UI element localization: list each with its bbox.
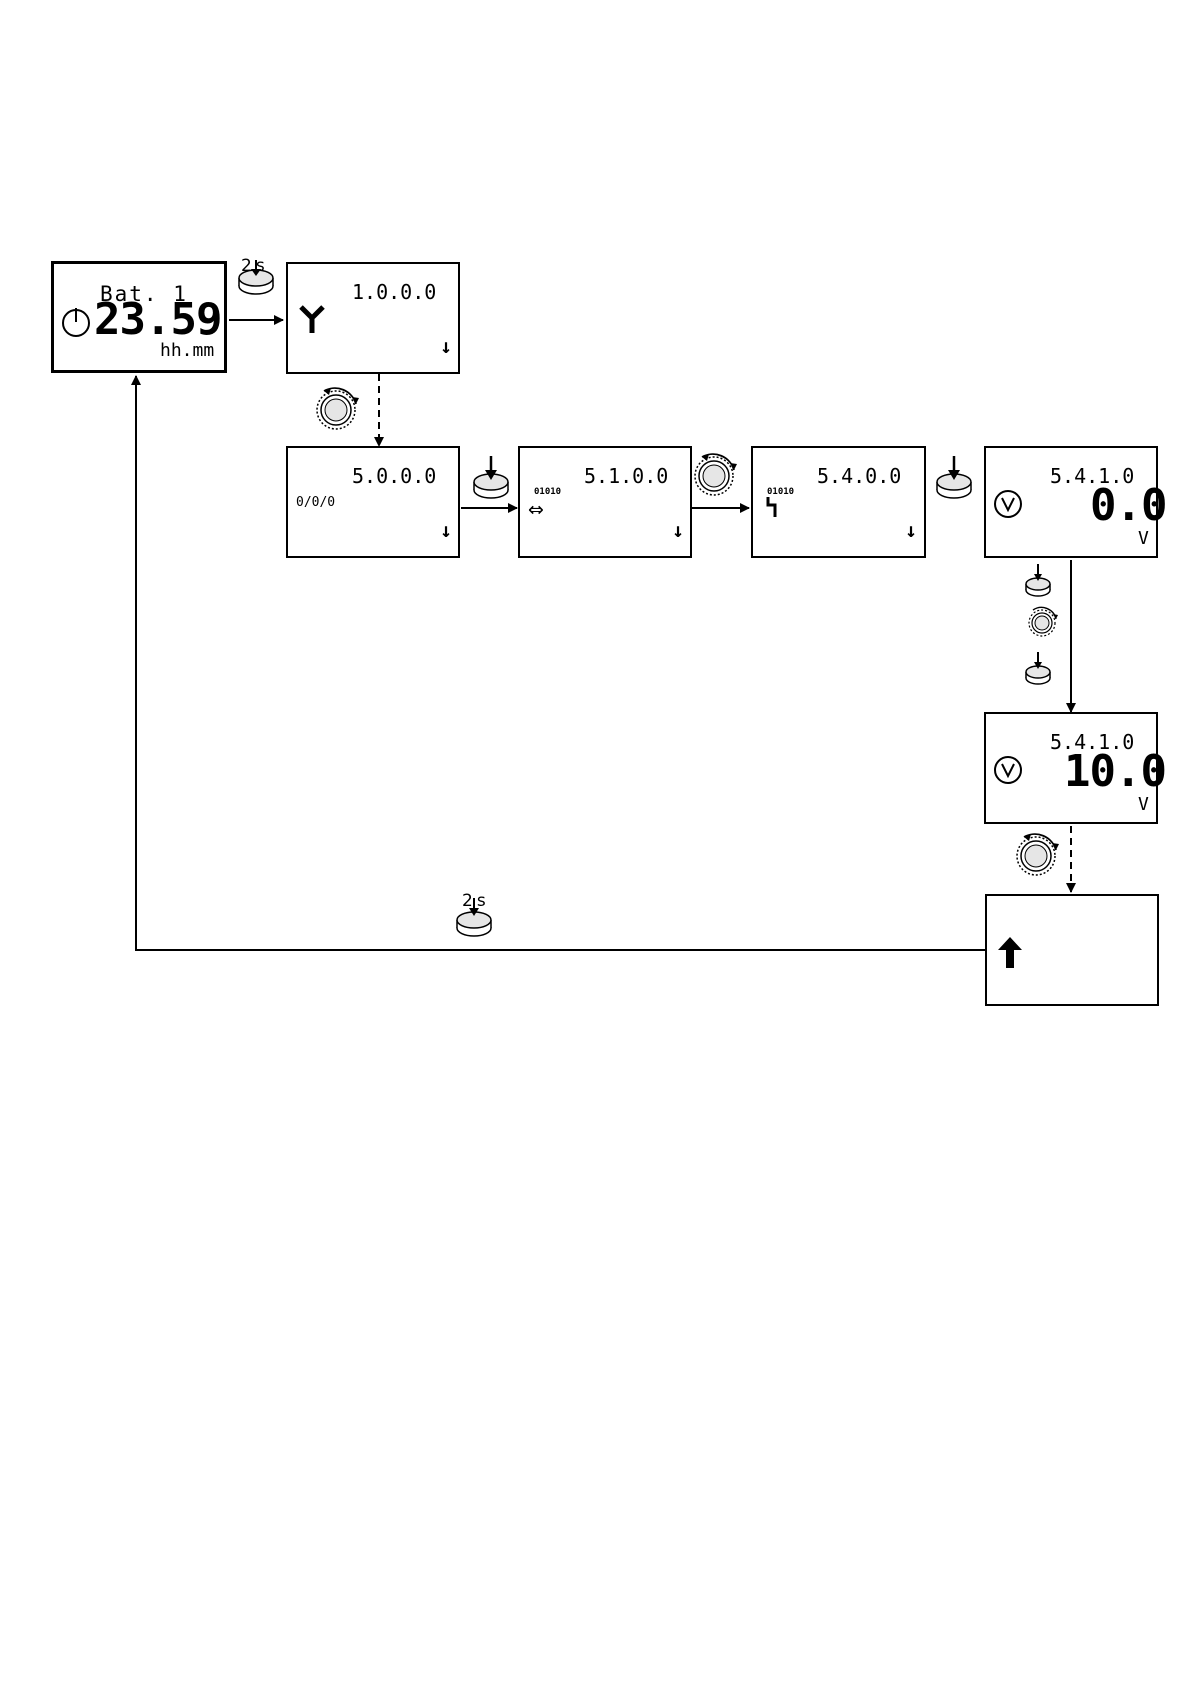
battery-time-unit: hh.mm	[160, 342, 214, 360]
screen-code: 5.4.0.0	[817, 466, 901, 486]
rotary-knob-icon	[1012, 828, 1064, 884]
screen-5410-initial: 5.4.1.0 0.0 V	[984, 446, 1158, 558]
lightning-icon	[765, 496, 779, 522]
rotary-knob-icon	[1025, 604, 1061, 644]
battery-time-value: 23.59	[94, 298, 221, 342]
voltage-unit: V	[1138, 530, 1149, 548]
rotary-knob-icon	[312, 382, 364, 438]
screen-back	[985, 894, 1159, 1006]
home-screen: Bat. 1 23.59 hh.mm	[51, 261, 227, 373]
down-arrow-icon: ↓	[672, 520, 684, 540]
voltmeter-icon	[992, 754, 1024, 790]
voltmeter-icon	[992, 488, 1024, 524]
hold-duration-label: 2s	[462, 893, 490, 910]
down-arrow-icon: ↓	[440, 520, 452, 540]
screen-5000: 5.0.0.0 0/0/0 ↓	[286, 446, 460, 558]
hold-duration-label: 2s	[241, 258, 269, 275]
voltage-value: 0.0	[1090, 484, 1166, 528]
push-button-icon	[471, 454, 511, 504]
screen-code: 5.0.0.0	[352, 466, 436, 486]
screen-label: 0/0/0	[296, 496, 335, 509]
screen-code: 1.0.0.0	[352, 282, 436, 302]
voltage-unit: V	[1138, 796, 1149, 814]
screen-code: 5.1.0.0	[584, 466, 668, 486]
push-button-icon	[1023, 562, 1053, 602]
power-icon	[60, 306, 92, 342]
rotary-knob-icon	[690, 448, 742, 504]
push-button-icon	[934, 454, 974, 504]
screen-5410-adjusted: 5.4.1.0 10.0 V	[984, 712, 1158, 824]
screen-1000: 1.0.0.0 ↓	[286, 262, 460, 374]
down-arrow-icon: ↓	[440, 336, 452, 356]
push-button-icon	[1023, 650, 1053, 690]
double-arrow-icon: ⇔	[528, 496, 544, 522]
fork-icon	[298, 304, 326, 338]
screen-5400: 5.4.0.0 01010 ↓	[751, 446, 926, 558]
screen-5100: 5.1.0.0 01010 ⇔ ↓	[518, 446, 692, 558]
voltage-value: 10.0	[1064, 750, 1166, 794]
down-arrow-icon: ↓	[905, 520, 917, 540]
back-arrow-icon	[997, 936, 1023, 974]
